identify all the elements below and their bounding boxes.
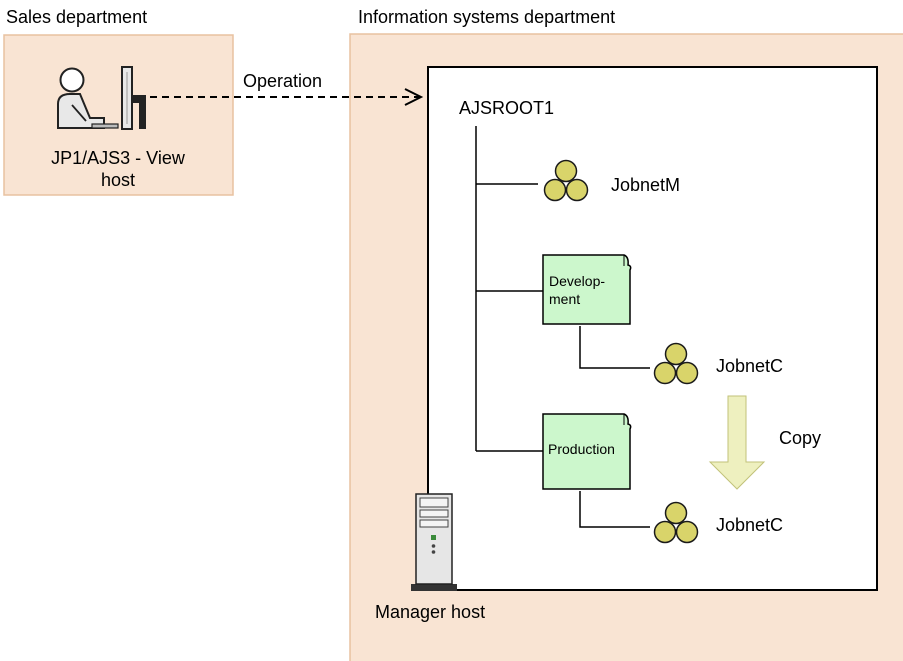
production-group-label: Production [548,441,615,457]
operation-arrowhead [404,88,424,106]
manager-server-icon [411,493,457,591]
root-unit-label: AJSROOT1 [459,98,554,118]
manager-frame [427,66,878,591]
view-host-icon [57,66,146,130]
development-jobnet-label: JobnetC [716,356,783,376]
sales-department-title: Sales department [6,7,147,27]
info-systems-department-title: Information systems department [358,7,615,27]
operation-label: Operation [243,71,322,91]
manager-host-label: Manager host [375,602,485,622]
production-jobnet-label: JobnetC [716,515,783,535]
copy-label: Copy [779,428,821,448]
development-group-icon [542,254,632,325]
jobnet-m-label: JobnetM [611,175,680,195]
view-host-label-line1: JP1/AJS3 - View [51,148,186,168]
copy-arrow [708,395,766,490]
sales-department-region [3,34,234,196]
production-group-icon [542,413,632,490]
tree-connectors [475,126,650,528]
development-group-label-line1: Develop- [549,273,605,289]
view-host-label-line2: host [101,170,135,190]
development-group-label-line2: ment [549,291,580,307]
